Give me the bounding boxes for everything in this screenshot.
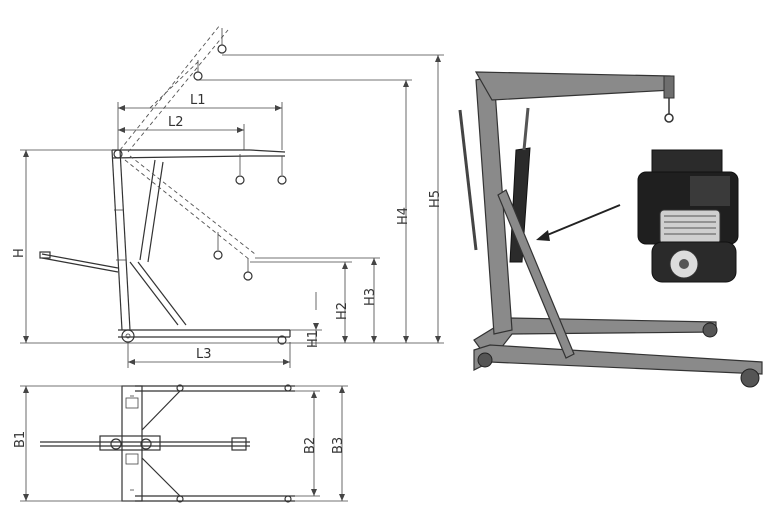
label-l2: L2	[168, 115, 184, 130]
dim-l1: L1	[117, 93, 283, 150]
top-braces	[141, 390, 181, 497]
label-h4: H4	[396, 207, 411, 225]
photo-pump-detail	[637, 149, 739, 283]
label-l1: L1	[190, 93, 206, 108]
top-handle	[40, 435, 250, 451]
dim-h1: H1	[290, 292, 322, 348]
rear-wheel	[121, 329, 135, 343]
dim-h: H	[12, 149, 300, 344]
label-h1: H1	[306, 330, 321, 348]
label-b3: B3	[331, 437, 346, 454]
front-wheel	[277, 335, 287, 345]
dim-b3: B3	[295, 385, 348, 502]
mast	[111, 149, 131, 331]
crane-photo	[458, 71, 763, 388]
dim-b2: B2	[295, 390, 320, 497]
hook-inner	[235, 175, 245, 185]
label-h5: H5	[428, 190, 443, 208]
dim-b1: B1	[13, 385, 135, 502]
base-leg	[118, 329, 291, 345]
boom-lowered-dashed	[124, 155, 256, 281]
top-view: B1 B2 B3	[13, 384, 348, 503]
boom-lowered	[111, 149, 287, 185]
dim-l3: L3	[127, 342, 291, 368]
top-crossbar	[121, 385, 143, 502]
label-l3: L3	[196, 347, 212, 362]
dim-h3: H3	[255, 257, 380, 343]
boom-raised-dashed	[119, 24, 229, 153]
label-h: H	[12, 248, 27, 258]
pump-handle	[39, 251, 119, 273]
label-b2: B2	[303, 437, 318, 454]
hydraulic-ram	[129, 159, 187, 326]
dim-h5: H5	[222, 54, 444, 344]
label-b1: B1	[13, 431, 28, 448]
photo-handle	[458, 109, 478, 251]
photo-boom	[474, 71, 673, 101]
dim-h2: H2	[250, 261, 352, 343]
label-h2: H2	[335, 302, 350, 320]
label-h3: H3	[363, 288, 378, 306]
side-view: L1 L2 L3 H	[12, 24, 444, 368]
dim-l2: L2	[118, 115, 245, 150]
photo-arrow	[539, 204, 621, 239]
top-legs	[135, 384, 295, 503]
photo-brace	[497, 189, 575, 359]
hook-outer	[277, 175, 287, 185]
photo-hook	[664, 113, 674, 123]
photo-front-leg	[473, 344, 763, 375]
dim-h4: H4	[198, 79, 412, 343]
